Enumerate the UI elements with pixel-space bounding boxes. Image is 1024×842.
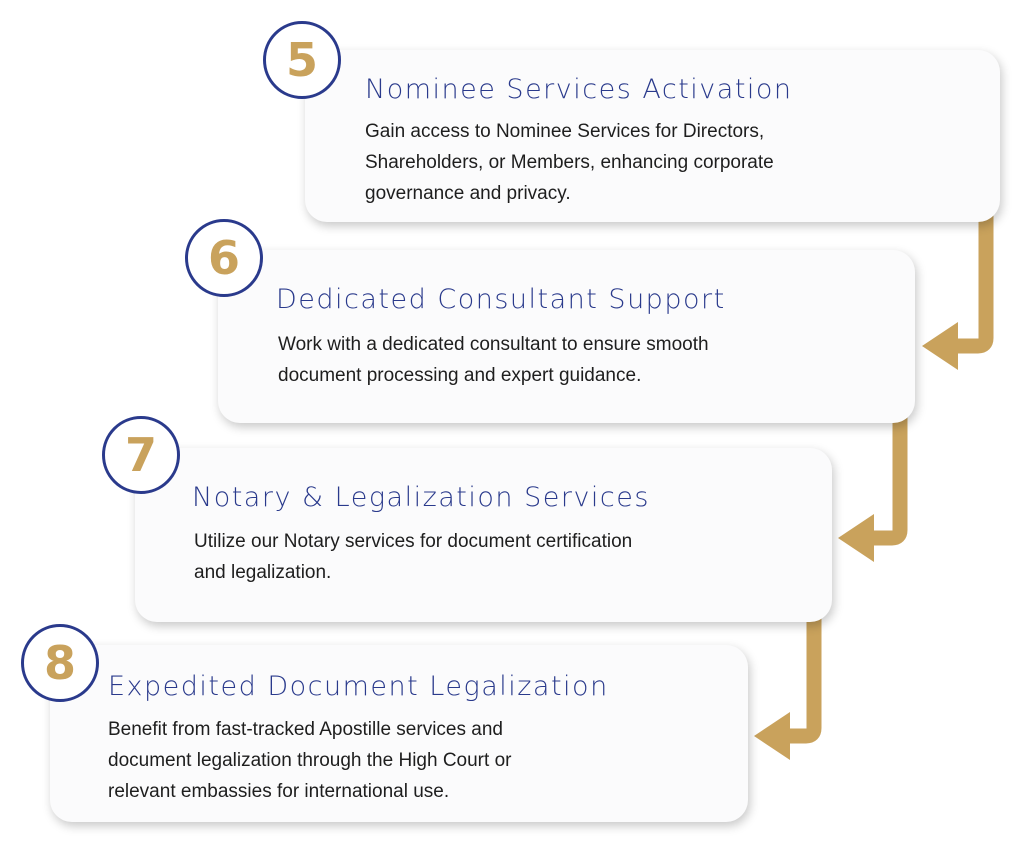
step-description: Gain access to Nominee Services for Dire… [365,121,774,204]
step-card-8: Expedited Document Legalization Benefit … [50,645,748,822]
step-number-badge: 7 [102,416,180,494]
arrow-down-left-icon [838,410,908,562]
step-title: Notary & Legalization Services [192,482,650,513]
step-card-6: Dedicated Consultant Support Work with a… [218,250,915,423]
step-description: Benefit from fast-tracked Apostille serv… [108,719,512,802]
step-card-5: Nominee Services Activation Gain access … [305,50,1000,222]
step-number-badge: 5 [263,21,341,99]
arrow-down-left-icon [922,210,994,370]
step-card-7: Notary & Legalization Services Utilize o… [135,448,832,622]
step-title: Nominee Services Activation [365,74,793,105]
step-title: Expedited Document Legalization [108,671,609,702]
step-number-badge: 6 [185,219,263,297]
step-description: Work with a dedicated consultant to ensu… [278,334,709,386]
arrow-down-left-icon [754,608,822,760]
step-description: Utilize our Notary services for document… [194,531,633,583]
step-number-badge: 8 [21,624,99,702]
step-title: Dedicated Consultant Support [276,284,726,315]
